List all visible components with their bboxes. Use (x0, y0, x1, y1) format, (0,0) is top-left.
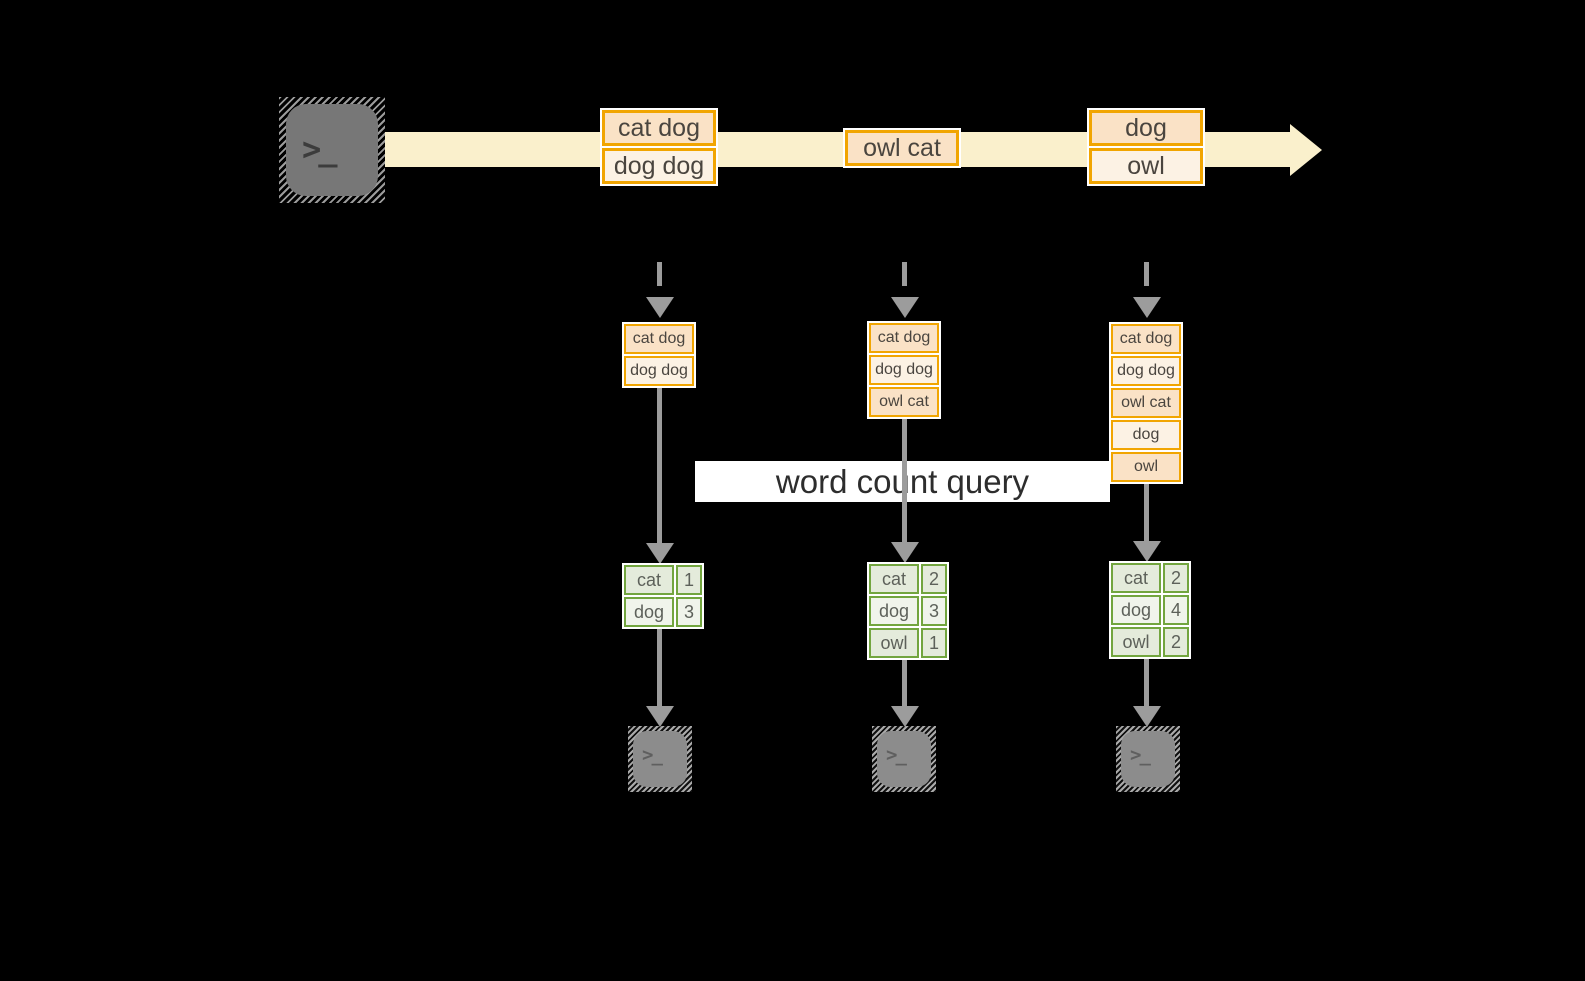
stream-record: owl cat (869, 387, 939, 417)
word-cell: dog (1111, 595, 1161, 625)
terminal-prompt-icon: >_ (642, 744, 663, 766)
output-arrowhead-icon (891, 706, 919, 727)
table-row: owl 2 (1111, 627, 1189, 657)
event-record: dog dog (602, 148, 716, 184)
count-table-3: cat 2 dog 4 owl 2 (1109, 561, 1191, 659)
query-arrowhead-icon (1133, 541, 1161, 562)
word-cell: cat (869, 564, 919, 594)
count-cell: 1 (921, 628, 947, 658)
ingest-arrowhead-icon (646, 297, 674, 318)
stream-record: dog dog (624, 356, 694, 386)
event-record: owl cat (845, 130, 959, 166)
stream-record: cat dog (869, 323, 939, 353)
query-arrow-line (1144, 482, 1149, 544)
terminal-prompt-icon: >_ (1130, 744, 1151, 766)
terminal-prompt-icon: >_ (886, 744, 907, 766)
stream-record: dog (1111, 420, 1181, 450)
query-arrowhead-icon (891, 542, 919, 563)
table-row: dog 3 (869, 596, 947, 626)
table-row: owl 1 (869, 628, 947, 658)
query-arrow-line (902, 417, 907, 546)
ingest-arrowhead-icon (891, 297, 919, 318)
ingest-arrow-dash (657, 262, 662, 286)
word-cell: dog (624, 597, 674, 627)
stream-record: owl cat (1111, 388, 1181, 418)
stream-stack-1: cat dog dog dog (622, 322, 696, 388)
event-stream-arrowhead-icon (1290, 124, 1322, 176)
stream-record: cat dog (1111, 324, 1181, 354)
stream-record: dog dog (1111, 356, 1181, 386)
output-arrow-line (1144, 659, 1149, 708)
query-arrow-line (657, 388, 662, 546)
table-row: cat 1 (624, 565, 702, 595)
word-cell: dog (869, 596, 919, 626)
consumer-terminal-icon: >_ (872, 726, 936, 792)
consumer-terminal-icon: >_ (628, 726, 692, 792)
consumer-terminal-icon: >_ (1116, 726, 1180, 792)
terminal-body: >_ (877, 731, 931, 787)
count-table-2: cat 2 dog 3 owl 1 (867, 562, 949, 660)
stream-record: dog dog (869, 355, 939, 385)
stream-record: cat dog (624, 324, 694, 354)
count-table-1: cat 1 dog 3 (622, 563, 704, 629)
word-cell: owl (1111, 627, 1161, 657)
event-record: cat dog (602, 110, 716, 146)
count-cell: 3 (921, 596, 947, 626)
output-arrow-line (902, 658, 907, 708)
stream-stack-2: cat dog dog dog owl cat (867, 321, 941, 419)
output-arrowhead-icon (646, 706, 674, 727)
count-cell: 3 (676, 597, 702, 627)
ingest-arrow-dash (1144, 262, 1149, 286)
count-cell: 2 (1163, 627, 1189, 657)
terminal-body: >_ (633, 731, 687, 787)
count-cell: 2 (1163, 563, 1189, 593)
timeline-event-box-2: owl cat (843, 128, 961, 168)
table-row: dog 4 (1111, 595, 1189, 625)
word-cell: owl (869, 628, 919, 658)
query-arrowhead-icon (646, 543, 674, 564)
count-cell: 1 (676, 565, 702, 595)
table-row: cat 2 (869, 564, 947, 594)
event-record: dog (1089, 110, 1203, 146)
ingest-arrowhead-icon (1133, 297, 1161, 318)
terminal-prompt-icon: >_ (302, 130, 337, 168)
timeline-event-box-1: cat dog dog dog (600, 108, 718, 186)
ingest-arrow-dash (902, 262, 907, 286)
output-arrowhead-icon (1133, 706, 1161, 727)
word-cell: cat (624, 565, 674, 595)
count-cell: 2 (921, 564, 947, 594)
table-row: cat 2 (1111, 563, 1189, 593)
stream-stack-3: cat dog dog dog owl cat dog owl (1109, 322, 1183, 484)
word-cell: cat (1111, 563, 1161, 593)
event-record: owl (1089, 148, 1203, 184)
terminal-body: >_ (1121, 731, 1175, 787)
output-arrow-line (657, 629, 662, 708)
timeline-event-box-3: dog owl (1087, 108, 1205, 186)
terminal-body: >_ (286, 104, 378, 196)
source-terminal-icon: >_ (279, 97, 385, 203)
table-row: dog 3 (624, 597, 702, 627)
count-cell: 4 (1163, 595, 1189, 625)
stream-record: owl (1111, 452, 1181, 482)
